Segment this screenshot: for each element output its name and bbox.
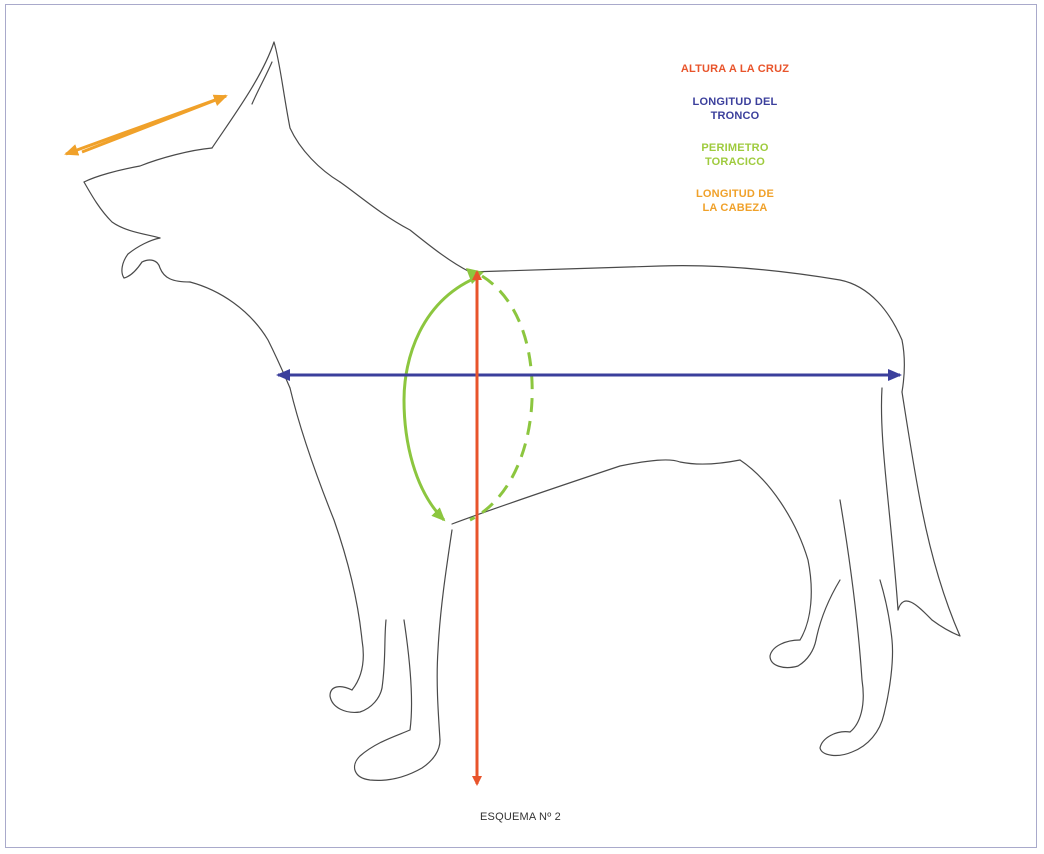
- diagram-caption: ESQUEMA Nº 2: [480, 811, 561, 823]
- legend-altura-cruz: ALTURA A LA CRUZ: [640, 62, 830, 76]
- chest-perimeter-dashed: [470, 276, 532, 520]
- legend-longitud-tronco: LONGITUD DEL TRONCO: [640, 95, 830, 123]
- chest-perimeter-arc: [404, 276, 480, 520]
- legend-perimetro-toracico: PERIMETRO TORACICO: [640, 141, 830, 169]
- legend-longitud-cabeza: LONGITUD DE LA CABEZA: [640, 187, 830, 215]
- measurement-legend: ALTURA A LA CRUZ LONGITUD DEL TRONCO PER…: [640, 62, 830, 233]
